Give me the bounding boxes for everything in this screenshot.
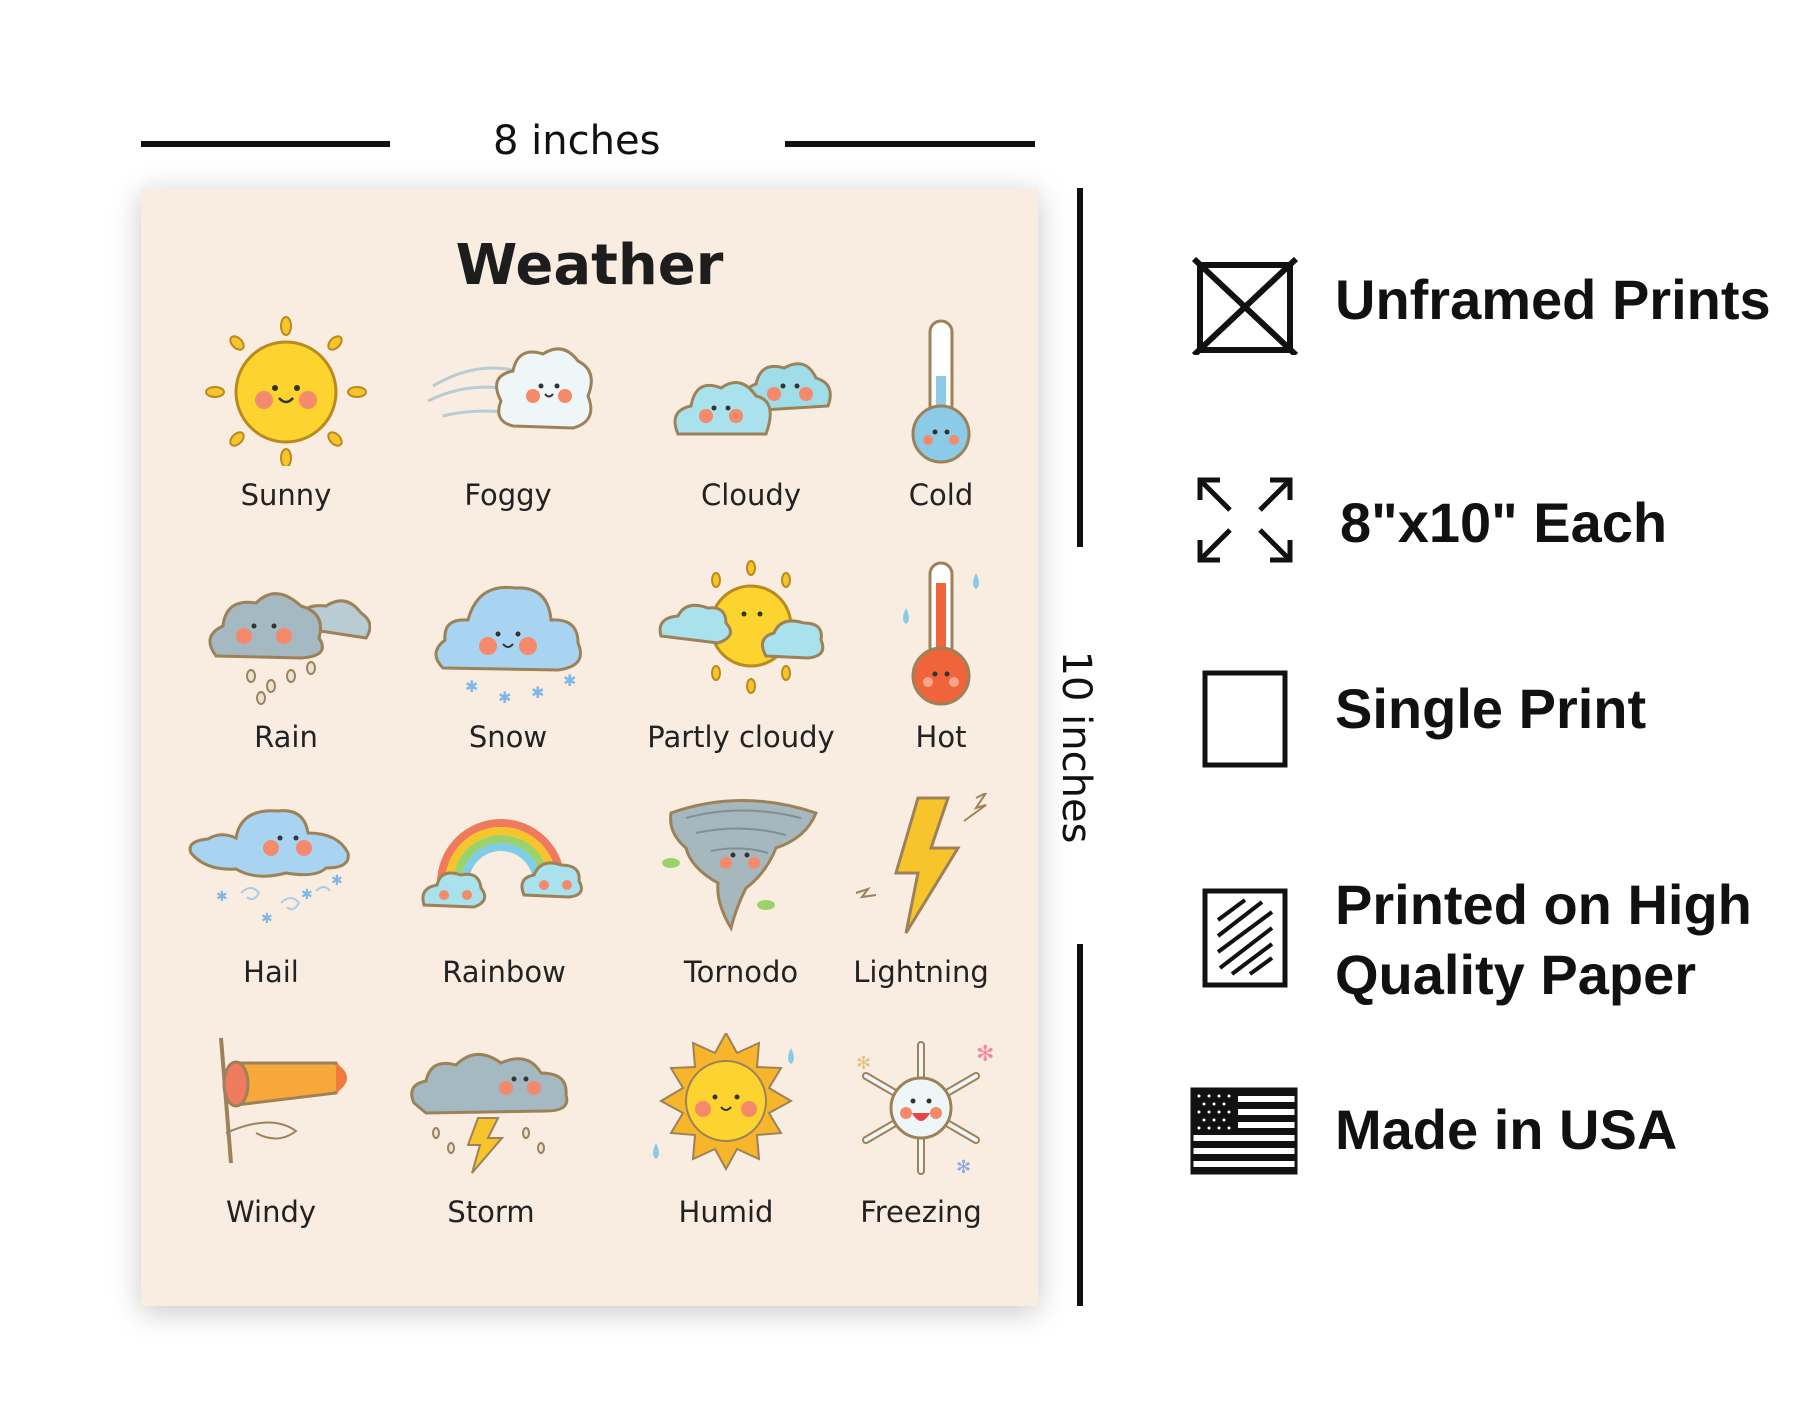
- storm-cloud-icon: [410, 1053, 569, 1174]
- weather-label: Hot: [915, 720, 967, 754]
- weather-item-hot: Hot: [836, 558, 1036, 778]
- width-label: 8 inches: [493, 118, 661, 164]
- weather-item-humid: Humid: [621, 1033, 821, 1253]
- rain-cloud-icon: [208, 592, 371, 705]
- us-flag-icon: [1190, 1087, 1298, 1175]
- weather-item-tornado: Tornodo: [636, 793, 836, 1013]
- tornado-icon: [662, 799, 818, 932]
- feature-text-line2: Quality Paper: [1335, 943, 1697, 1006]
- poster-title: Weather: [455, 233, 724, 298]
- weather-label: Rainbow: [442, 955, 566, 989]
- weather-label: Hail: [243, 955, 299, 989]
- weather-label: Humid: [678, 1195, 774, 1229]
- weather-label: Storm: [447, 1195, 535, 1229]
- unframed-icon: [1191, 256, 1299, 355]
- paper-icon: [1202, 888, 1288, 988]
- weather-item-freezing: ✻ ✻ ✻ Freezing: [816, 1033, 1016, 1253]
- weather-label: Cold: [908, 478, 974, 512]
- weather-item-hail: ✱ ✱ ✱ ✱ Hail: [166, 793, 366, 1013]
- feature-text: Made in USA: [1335, 1098, 1678, 1161]
- weather-item-rainbow: Rainbow: [399, 793, 599, 1013]
- feature-paper: Printed on High Quality Paper: [1190, 870, 1752, 1020]
- width-line-left: [141, 141, 390, 147]
- feature-text: Single Print: [1335, 677, 1647, 740]
- weather-label: Sunny: [240, 478, 332, 512]
- feature-size: 8"x10" Each: [1190, 470, 1750, 580]
- weather-poster: Weather Sunny: [141, 188, 1038, 1306]
- weather-item-rain: Rain: [181, 558, 381, 778]
- feature-text: 8"x10" Each: [1340, 491, 1668, 554]
- snowflake-icon: ✻ ✻ ✻: [856, 1041, 994, 1178]
- lightning-bolt-icon: [855, 793, 988, 934]
- cold-thermometer-icon: [911, 319, 971, 464]
- feature-made-in-usa: Made in USA: [1190, 1085, 1750, 1195]
- weather-item-storm: Storm: [386, 1033, 586, 1253]
- svg-text:✻: ✻: [976, 1042, 994, 1067]
- weather-label: Foggy: [464, 478, 552, 512]
- humid-sun-icon: [653, 1033, 794, 1172]
- weather-item-partly-cloudy: Partly cloudy: [636, 558, 836, 778]
- svg-text:✱: ✱: [531, 683, 544, 702]
- svg-text:✱: ✱: [563, 671, 576, 690]
- weather-item-lightning: Lightning: [816, 793, 1016, 1013]
- weather-label: Partly cloudy: [647, 720, 835, 754]
- svg-text:✱: ✱: [261, 911, 273, 927]
- single-sheet-icon: [1202, 670, 1288, 768]
- weather-label: Freezing: [860, 1195, 982, 1229]
- weather-item-cold: Cold: [836, 316, 1036, 536]
- hail-cloud-icon: ✱ ✱ ✱ ✱: [188, 809, 350, 927]
- weather-item-snow: ✱ ✱ ✱ ✱ Snow: [403, 558, 603, 778]
- feature-text: Unframed Prints: [1335, 268, 1771, 331]
- svg-text:✱: ✱: [216, 889, 228, 905]
- weather-label: Snow: [468, 720, 548, 754]
- sun-icon: [205, 316, 367, 466]
- snow-cloud-icon: ✱ ✱ ✱ ✱: [434, 585, 582, 707]
- fog-cloud-icon: [427, 347, 593, 430]
- weather-label: Tornodo: [683, 955, 799, 989]
- feature-text-line1: Printed on High: [1335, 873, 1752, 936]
- hot-thermometer-icon: [903, 561, 979, 706]
- weather-item-windy: Windy: [166, 1033, 366, 1253]
- weather-item-foggy: Foggy: [403, 316, 603, 536]
- feature-single-print: Single Print: [1190, 668, 1750, 778]
- svg-text:✻: ✻: [956, 1157, 971, 1178]
- cloudy-icon: [673, 362, 832, 436]
- weather-item-sunny: Sunny: [181, 316, 381, 536]
- weather-label: Lightning: [853, 955, 989, 989]
- rainbow-icon: [421, 819, 583, 909]
- height-line-bottom: [1077, 944, 1083, 1306]
- feature-unframed: Unframed Prints: [1190, 255, 1771, 365]
- svg-text:✱: ✱: [465, 677, 478, 696]
- weather-label: Cloudy: [701, 478, 801, 512]
- weather-label: Windy: [225, 1195, 317, 1229]
- width-line-right: [785, 141, 1035, 147]
- svg-text:✻: ✻: [856, 1053, 871, 1074]
- weather-item-cloudy: Cloudy: [646, 316, 846, 536]
- partly-cloudy-icon: [658, 560, 825, 694]
- svg-text:✱: ✱: [331, 873, 343, 889]
- weather-label: Rain: [254, 720, 318, 754]
- expand-icon: [1197, 477, 1293, 563]
- windsock-icon: [219, 1037, 347, 1164]
- height-label: 10 inches: [1053, 650, 1099, 844]
- svg-text:✱: ✱: [498, 688, 511, 707]
- svg-text:✱: ✱: [301, 887, 313, 903]
- height-line-top: [1077, 188, 1083, 547]
